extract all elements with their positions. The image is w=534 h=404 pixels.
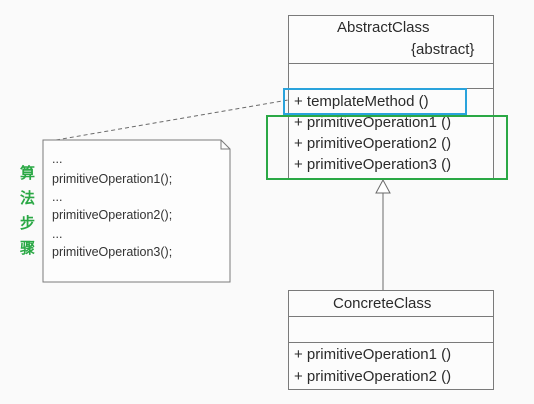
concrete-operation-primitive-2: + primitiveOperation2 (): [294, 368, 452, 385]
primitive-operations-highlight: [266, 115, 508, 180]
abstract-class-operations: + templateMethod () + primitiveOperation…: [289, 88, 493, 179]
side-label-char-3: 步: [20, 214, 36, 232]
note-line-ellipsis-1: ...: [52, 152, 63, 166]
operation-primitive-2: + primitiveOperation2 (): [294, 135, 452, 152]
template-method-highlight: [283, 88, 467, 115]
note-line-ellipsis-2: ...: [52, 190, 63, 204]
concrete-class-box: ConcreteClass + primitiveOperation1 () +…: [288, 290, 494, 390]
note-line-primitive-1: primitiveOperation1();: [52, 172, 173, 186]
concrete-class-operations: + primitiveOperation1 () + primitiveOper…: [289, 342, 493, 389]
note-folded-corner: [220, 140, 230, 150]
generalization-arrowhead: [375, 178, 391, 194]
side-label-char-1: 算: [20, 164, 36, 182]
note-line-primitive-2: primitiveOperation2();: [52, 208, 173, 222]
abstract-class-box: AbstractClass {abstract} + templateMetho…: [288, 15, 494, 180]
note-shape: [42, 139, 231, 283]
note-link-dashed-line: [55, 99, 289, 141]
abstract-class-name: AbstractClass: [337, 19, 430, 36]
note-line-ellipsis-3: ...: [52, 227, 63, 241]
concrete-class-attributes: [289, 316, 493, 343]
operation-template-method: + templateMethod (): [294, 93, 429, 110]
concrete-operation-primitive-1: + primitiveOperation1 (): [294, 346, 452, 363]
side-label-char-2: 法: [20, 189, 36, 207]
side-label-char-4: 骤: [20, 239, 36, 257]
abstract-class-attributes: [289, 63, 493, 89]
concrete-class-name: ConcreteClass: [333, 295, 432, 312]
abstract-class-stereotype: {abstract}: [411, 41, 475, 58]
note-line-primitive-3: primitiveOperation3();: [52, 245, 173, 259]
operation-primitive-3: + primitiveOperation3 (): [294, 156, 452, 173]
operation-primitive-1: + primitiveOperation1 (): [294, 114, 452, 131]
